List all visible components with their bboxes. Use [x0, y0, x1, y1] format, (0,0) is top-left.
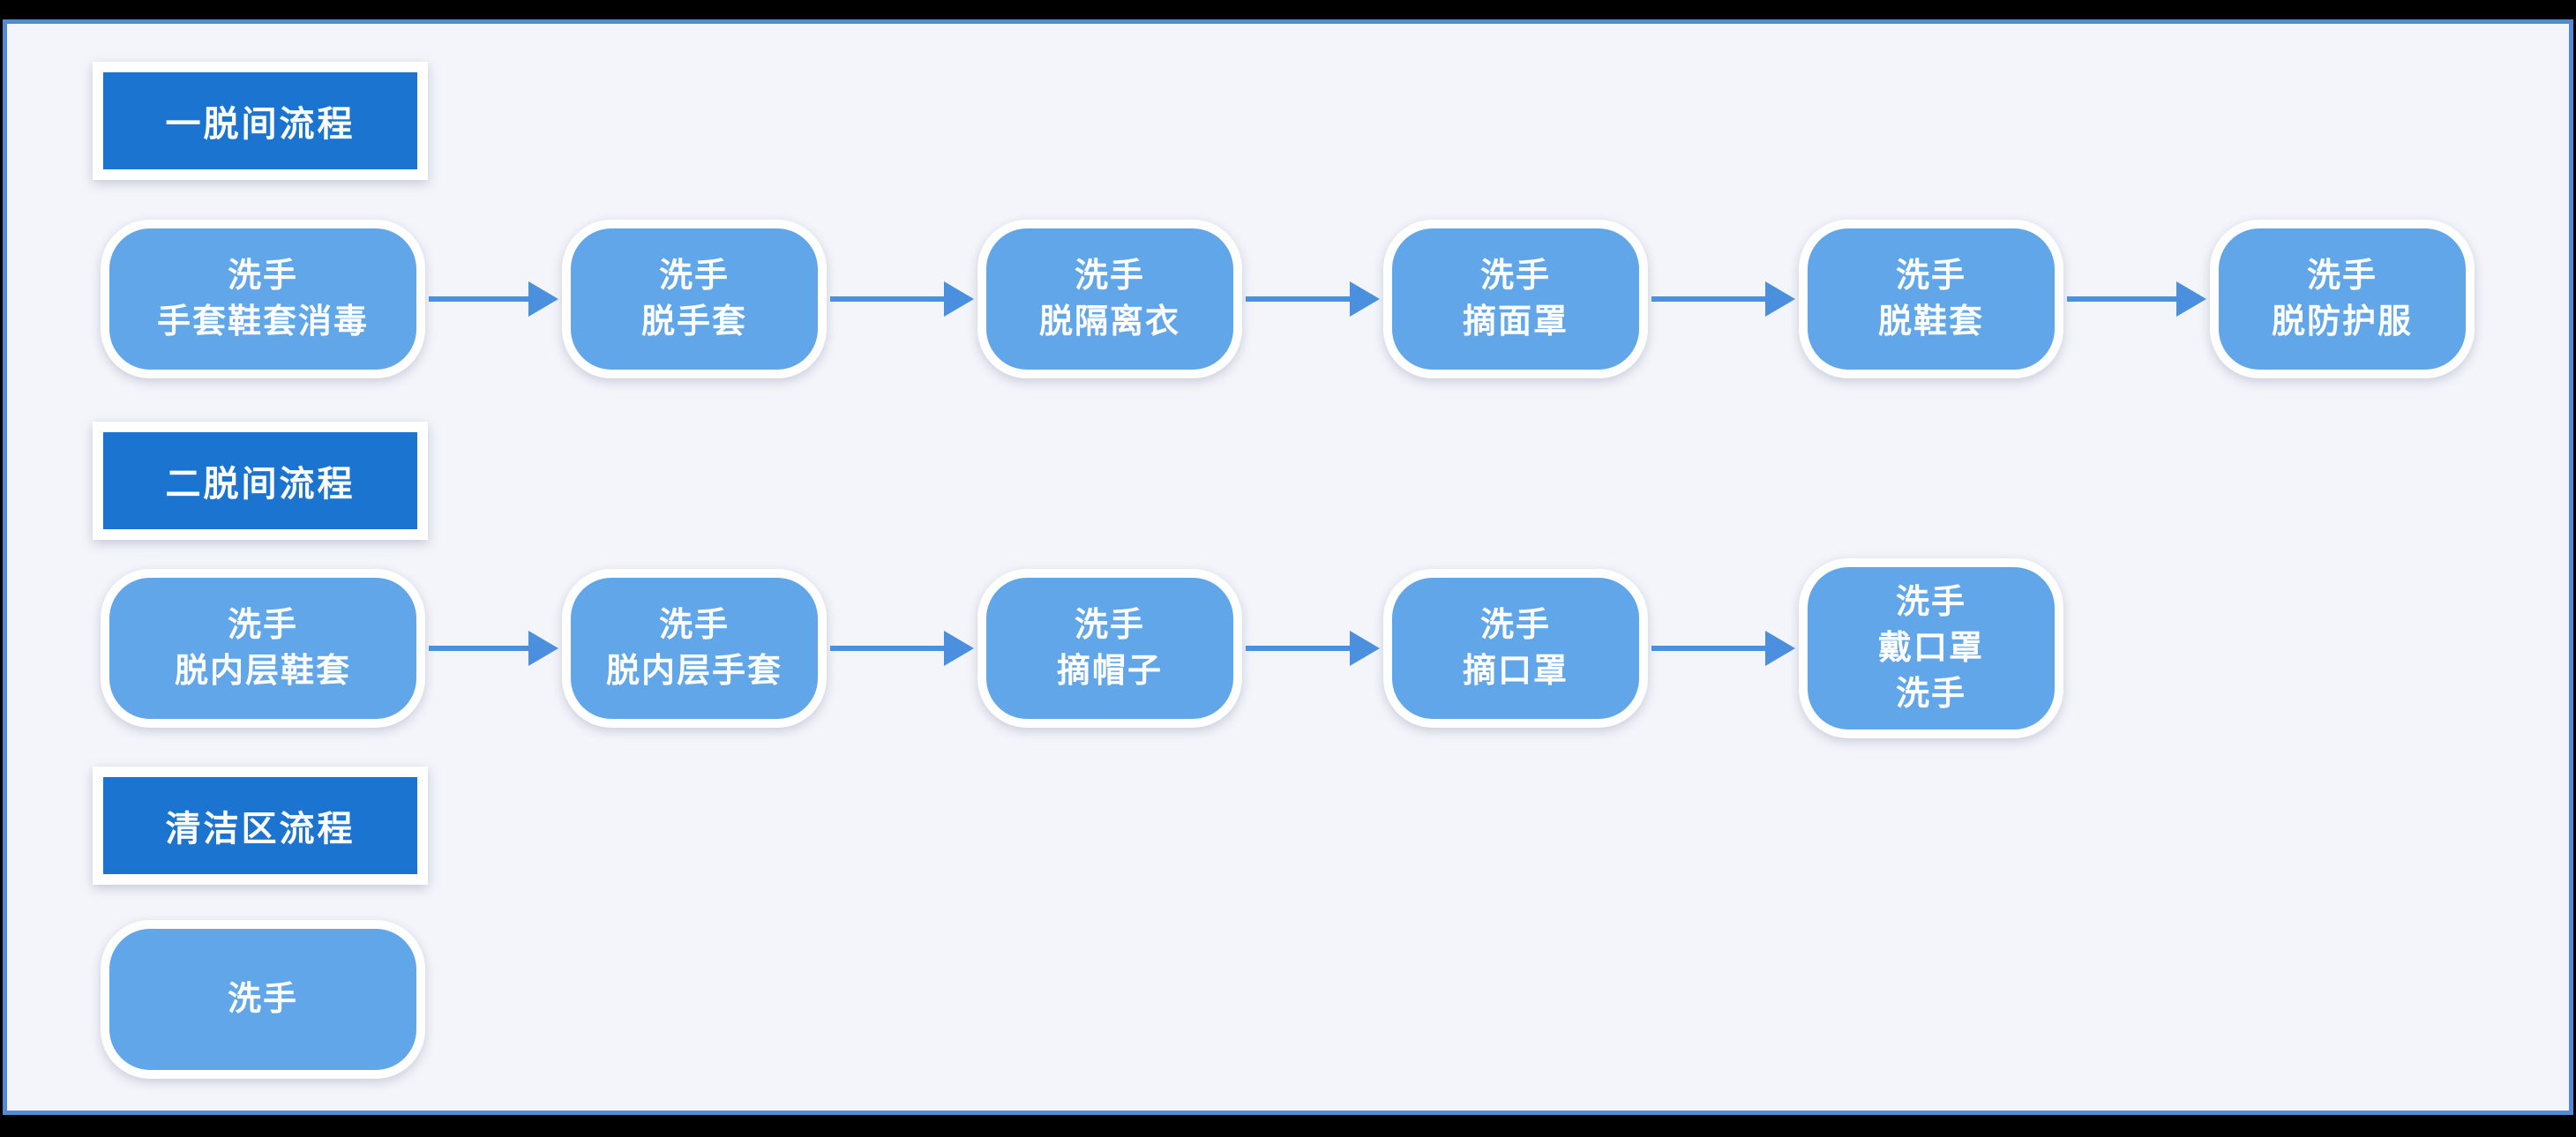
flow-node: 洗手脱内层手套 — [562, 569, 827, 728]
node-label-line: 洗手 — [658, 607, 730, 644]
flow-node: 洗手 — [101, 920, 425, 1079]
section-label-fill: 清洁区流程 — [103, 777, 417, 874]
node-label-line: 洗手 — [227, 981, 298, 1018]
arrow-line — [1246, 646, 1355, 651]
node-label-line: 脱内层手套 — [605, 653, 783, 690]
arrow-line — [429, 646, 534, 651]
section-label: 清洁区流程 — [93, 767, 428, 885]
node-label-line: 洗手 — [1895, 258, 1966, 295]
node-label-line: 洗手 — [227, 258, 298, 295]
flow-node-fill: 洗手摘帽子 — [986, 578, 1233, 719]
section-label: 二脱间流程 — [93, 422, 428, 540]
flow-node: 洗手脱内层鞋套 — [101, 569, 425, 728]
section-label-text: 二脱间流程 — [165, 465, 356, 504]
arrow-line — [2067, 296, 2182, 302]
flow-node-fill: 洗手脱内层鞋套 — [109, 578, 416, 719]
arrowhead-icon — [528, 281, 558, 317]
node-label-line: 洗手 — [1895, 584, 1966, 621]
flow-node: 洗手脱防护服 — [2210, 220, 2475, 378]
flow-node-fill: 洗手脱鞋套 — [1808, 228, 2055, 370]
node-label-line: 洗手 — [1479, 258, 1551, 295]
arrow-line — [1651, 646, 1771, 651]
node-label-line: 脱防护服 — [2271, 303, 2413, 340]
flow-node: 洗手脱隔离衣 — [977, 220, 1242, 378]
section-label-text: 清洁区流程 — [165, 810, 356, 849]
node-label-line: 洗手 — [1074, 258, 1145, 295]
arrowhead-icon — [2176, 281, 2206, 317]
node-label-line: 戴口罩 — [1877, 630, 1984, 667]
flow-node: 洗手摘帽子 — [977, 569, 1242, 728]
node-label-line: 洗手 — [658, 258, 730, 295]
section-label-fill: 一脱间流程 — [103, 72, 417, 169]
flow-node: 洗手脱手套 — [562, 220, 827, 378]
flow-node-fill: 洗手摘口罩 — [1392, 578, 1639, 719]
flow-node-fill: 洗手戴口罩洗手 — [1808, 567, 2055, 729]
node-label-line: 脱手套 — [640, 303, 747, 340]
node-label-line: 洗手 — [1074, 607, 1145, 644]
node-label-line: 洗手 — [1895, 676, 1966, 713]
arrow-line — [830, 646, 949, 651]
flow-arrow — [1651, 629, 1795, 668]
arrowhead-icon — [944, 631, 974, 666]
node-label-line: 洗手 — [2306, 258, 2378, 295]
arrowhead-icon — [528, 631, 558, 666]
flow-node-fill: 洗手摘面罩 — [1392, 228, 1639, 370]
flow-arrow — [429, 629, 558, 668]
flow-arrow — [1246, 629, 1380, 668]
flow-node-fill: 洗手 — [109, 929, 416, 1070]
flow-panel: 一脱间流程洗手手套鞋套消毒洗手脱手套洗手脱隔离衣洗手摘面罩洗手脱鞋套洗手脱防护服… — [3, 19, 2573, 1115]
arrow-line — [1651, 296, 1771, 302]
arrow-line — [1246, 296, 1355, 302]
arrowhead-icon — [944, 281, 974, 317]
arrowhead-icon — [1765, 281, 1795, 317]
flow-node-fill: 洗手脱内层手套 — [571, 578, 818, 719]
flow-arrow — [1651, 280, 1795, 318]
section-label-fill: 二脱间流程 — [103, 432, 417, 529]
node-label-line: 摘帽子 — [1056, 653, 1163, 690]
flow-node: 洗手戴口罩洗手 — [1799, 558, 2063, 738]
flow-node: 洗手脱鞋套 — [1799, 220, 2063, 378]
arrowhead-icon — [1350, 631, 1380, 666]
arrow-line — [830, 296, 949, 302]
node-label-line: 洗手 — [1479, 607, 1551, 644]
arrow-line — [429, 296, 534, 302]
arrowhead-icon — [1350, 281, 1380, 317]
node-label-line: 摘面罩 — [1462, 303, 1569, 340]
node-label-line: 脱鞋套 — [1877, 303, 1984, 340]
flow-arrow — [2067, 280, 2206, 318]
flow-node-fill: 洗手脱手套 — [571, 228, 818, 370]
flow-arrow — [830, 629, 974, 668]
node-label-line: 手套鞋套消毒 — [156, 303, 369, 340]
flow-arrow — [429, 280, 558, 318]
flow-arrow — [1246, 280, 1380, 318]
section-label: 一脱间流程 — [93, 62, 428, 180]
flow-node-fill: 洗手脱防护服 — [2219, 228, 2466, 370]
flow-node-fill: 洗手脱隔离衣 — [986, 228, 1233, 370]
node-label-line: 摘口罩 — [1462, 653, 1569, 690]
node-label-line: 洗手 — [227, 607, 298, 644]
node-label-line: 脱内层鞋套 — [174, 653, 351, 690]
node-label-line: 脱隔离衣 — [1038, 303, 1180, 340]
flow-node: 洗手摘口罩 — [1383, 569, 1648, 728]
section-label-text: 一脱间流程 — [165, 105, 356, 144]
arrowhead-icon — [1765, 631, 1795, 666]
flow-node-fill: 洗手手套鞋套消毒 — [109, 228, 416, 370]
flow-node: 洗手摘面罩 — [1383, 220, 1648, 378]
flow-node: 洗手手套鞋套消毒 — [101, 220, 425, 378]
flow-arrow — [830, 280, 974, 318]
